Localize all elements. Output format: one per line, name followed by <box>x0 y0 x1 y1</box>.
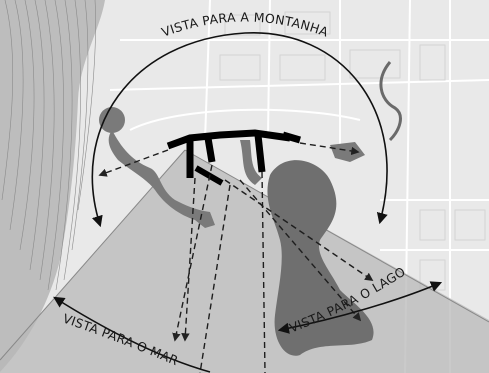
river <box>379 61 402 142</box>
topography-area <box>0 0 105 372</box>
building-footprint <box>166 129 301 186</box>
block-outlines <box>219 11 486 291</box>
view-arcs <box>53 32 443 373</box>
street-grid <box>109 0 489 373</box>
